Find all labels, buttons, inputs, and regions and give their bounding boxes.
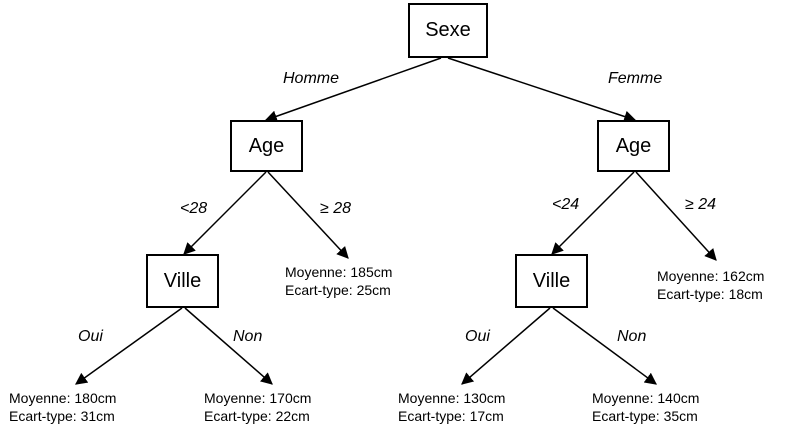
leaf-ge24: Moyenne: 162cm Ecart-type: 18cm: [657, 267, 764, 303]
leaf-mean: Moyenne: 130cm: [398, 390, 506, 406]
leaf-ville-left-oui: Moyenne: 180cm Ecart-type: 31cm: [9, 389, 116, 425]
node-ville-left: Ville: [146, 254, 219, 308]
edge-label-ge24: ≥ 24: [685, 196, 717, 213]
edge-age-right-leaf-ge24: [635, 171, 717, 261]
leaf-sd: Ecart-type: 22cm: [204, 408, 310, 424]
leaf-ge28: Moyenne: 185cm Ecart-type: 25cm: [285, 263, 392, 299]
edge-ville-right-non: [552, 307, 657, 385]
node-age-left: Age: [230, 120, 303, 172]
edge-ville-left-oui: [75, 307, 183, 385]
edge-age-left-leaf-ge28: [267, 171, 349, 259]
node-sexe: Sexe: [408, 3, 488, 58]
edge-root-age-right: [447, 57, 637, 123]
edge-label-homme: Homme: [283, 70, 340, 87]
leaf-mean: Moyenne: 162cm: [657, 268, 765, 284]
edge-age-left-ville-left: [183, 171, 267, 255]
leaf-ville-right-oui: Moyenne: 130cm Ecart-type: 17cm: [398, 389, 505, 425]
edge-label-ge28: ≥ 28: [320, 200, 352, 217]
edge-ville-right-oui: [461, 307, 551, 385]
node-age-right: Age: [597, 120, 670, 172]
leaf-mean: Moyenne: 180cm: [9, 390, 117, 406]
leaf-mean: Moyenne: 140cm: [592, 390, 700, 406]
edge-root-age-left: [264, 57, 442, 123]
leaf-mean: Moyenne: 185cm: [285, 264, 393, 280]
edge-label-lt24: <24: [552, 196, 580, 213]
leaf-sd: Ecart-type: 25cm: [285, 282, 391, 298]
edge-label-non-left: Non: [233, 328, 263, 345]
node-ville-right: Ville: [515, 254, 588, 308]
edge-label-oui-right: Oui: [465, 328, 490, 345]
leaf-sd: Ecart-type: 31cm: [9, 408, 115, 424]
leaf-sd: Ecart-type: 17cm: [398, 408, 504, 424]
leaf-sd: Ecart-type: 35cm: [592, 408, 698, 424]
edge-label-lt28: <28: [180, 200, 208, 217]
leaf-mean: Moyenne: 170cm: [204, 390, 312, 406]
leaf-ville-left-non: Moyenne: 170cm Ecart-type: 22cm: [204, 389, 311, 425]
edge-label-non-right: Non: [617, 328, 647, 345]
edge-label-femme: Femme: [608, 70, 663, 87]
leaf-sd: Ecart-type: 18cm: [657, 286, 763, 302]
edge-label-oui-left: Oui: [78, 328, 103, 345]
edge-ville-left-non: [184, 307, 273, 385]
edge-age-right-ville-right: [551, 171, 635, 255]
leaf-ville-right-non: Moyenne: 140cm Ecart-type: 35cm: [592, 389, 699, 425]
